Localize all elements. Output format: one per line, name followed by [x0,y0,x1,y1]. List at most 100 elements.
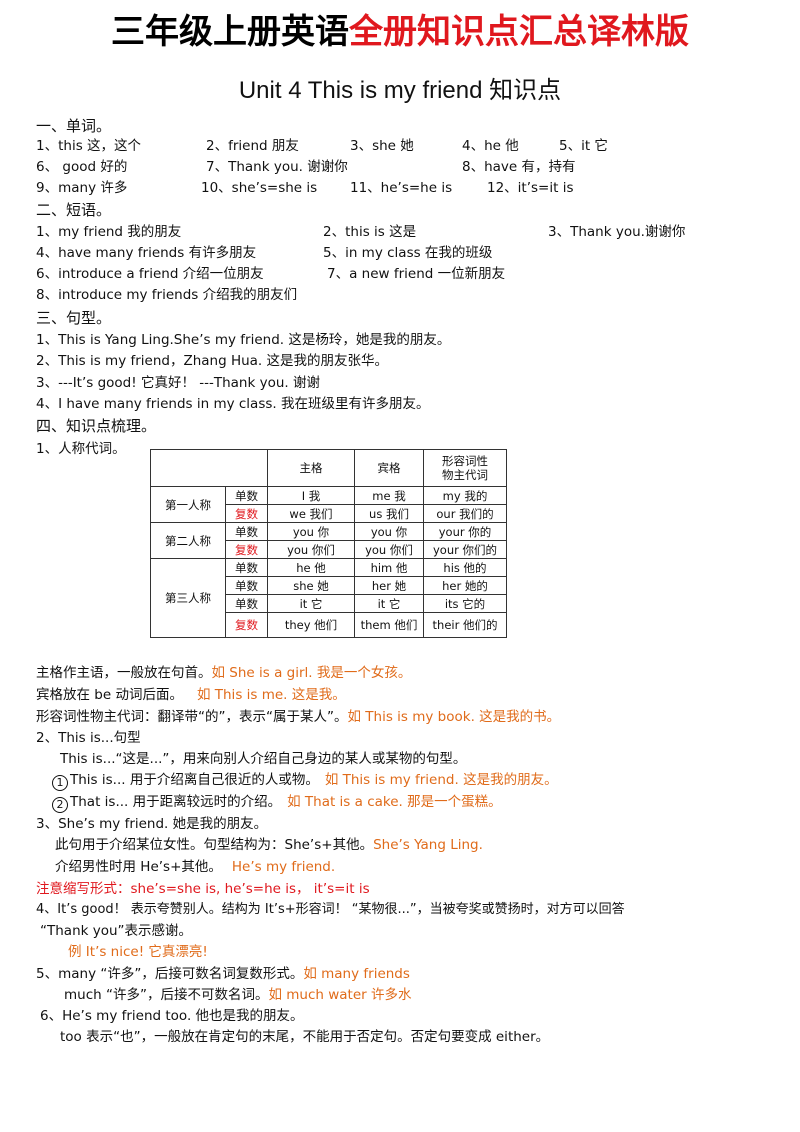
number-cell: 单数 [225,558,268,577]
table-cell: it 它 [267,594,355,613]
note-line: 2、This is...句型 [36,730,141,746]
number-cell: 复数 [225,504,268,523]
table-cell: he 他 [267,558,355,577]
table-cell: its 它的 [423,594,507,613]
table-cell: I 我 [267,486,355,505]
note-text: 宾格放在 be 动词后面。 [36,687,183,703]
sentence-item: 3、---It’s good! 它真好！ ---Thank you. 谢谢 [36,375,320,391]
header-cell: 主格 [267,449,355,487]
table-cell: her 她 [354,576,424,595]
group-cell: 第一人称 [150,486,226,523]
note-line: 4、It’s good！ 表示夸赞别人。结构为 It’s+形容词！ “某物很..… [36,902,625,917]
phrase-item: 4、have many friends 有许多朋友 [36,245,257,261]
vocab-item: 8、have 有，持有 [462,159,576,175]
vocab-item: 11、he’s=he is [350,180,453,196]
unit-subtitle: Unit 4 This is my friend 知识点 [238,77,562,104]
vocab-item: 4、he 他 [462,138,519,154]
example-text: 如 That is a cake. 那是一个蛋糕。 [287,794,502,810]
example-text: 如 This is my book. 这是我的书。 [347,709,561,725]
table-cell: you 你 [354,522,424,541]
section-knowledge-heading: 四、知识点梳理。 [36,417,157,435]
table-cell: his 他的 [423,558,507,577]
table-cell: you 你们 [354,540,424,559]
number-cell: 复数 [225,540,268,559]
phrase-item: 3、Thank you.谢谢你 [548,224,686,240]
page-title: 三年级上册英语全册知识点汇总译林版 [0,10,800,54]
table-cell: we 我们 [267,504,355,523]
number-cell: 复数 [225,612,268,638]
table-cell: us 我们 [354,504,424,523]
sentence-item: 4、I have many friends in my class. 我在班级里… [36,396,430,412]
example-text: 如 much water 许多水 [268,987,412,1003]
note-line: 主格作主语，一般放在句首。如 She is a girl. 我是一个女孩。 [36,664,411,682]
note-text: This is... 用于介绍离自己很近的人或物。 [70,772,319,788]
group-cell: 第二人称 [150,522,226,559]
section-phrases-heading: 二、短语。 [36,201,112,219]
number-cell: 单数 [225,486,268,505]
section-vocab-heading: 一、单词。 [36,117,112,135]
table-cell: their 他们的 [423,612,507,638]
example-text: 例 It’s nice! 它真漂亮! [68,944,208,960]
table-cell: they 他们 [267,612,355,638]
table-cell: him 他 [354,558,424,577]
note-line: too 表示“也”，一般放在肯定句的末尾，不能用于否定句。否定句要变成 eith… [60,1029,550,1045]
number-cell: 单数 [225,576,268,595]
phrase-item: 6、introduce a friend 介绍一位朋友 [36,266,264,282]
vocab-item: 2、friend 朋友 [206,138,299,154]
sentence-item: 2、This is my friend，Zhang Hua. 这是我的朋友张华。 [36,353,389,369]
note-text: That is... 用于距离较远时的介绍。 [70,794,282,810]
note-line: 6、He’s my friend too. 他也是我的朋友。 [40,1008,304,1024]
table-cell: it 它 [354,594,424,613]
table-cell: your 你的 [423,522,507,541]
example-text: 如 This is me. 这是我。 [196,687,346,703]
example-text: He’s my friend. [231,859,336,875]
pronoun-table: 主格 宾格 形容词性物主代词 第一人称 单数 I 我 me 我 my 我的 复数… [150,449,507,638]
table-cell: you 你 [267,522,355,541]
note-text: 此句用于介绍某位女性。句型结构为：She’s+其他。 [55,837,374,853]
table-row: 单数 she 她 her 她 her 她的 [151,576,507,595]
table-cell: her 她的 [423,576,507,595]
note-text: 5、many “许多”，后接可数名词复数形式。 [36,966,304,982]
phrase-item: 5、in my class 在我的班级 [323,245,493,261]
table-cell: you 你们 [267,540,355,559]
header-line: 物主代词 [442,468,488,482]
vocab-item: 5、it 它 [559,138,608,154]
abbreviation-note: 注意缩写形式：she’s=she is, he’s=he is， it’s=it… [36,881,370,897]
note-line: 形容词性物主代词：翻译带“的”，表示“属于某人”。如 This is my bo… [36,708,560,726]
section-sentences-heading: 三、句型。 [36,309,112,327]
vocab-item: 12、it’s=it is [487,180,574,196]
table-cell: our 我们的 [423,504,507,523]
header-cell: 形容词性物主代词 [423,449,507,487]
example-text: She’s Yang Ling. [373,837,483,853]
table-row: 主格 宾格 形容词性物主代词 [150,449,507,487]
table-cell: me 我 [354,486,424,505]
number-cell: 单数 [225,522,268,541]
title-red-part: 全册知识点汇总译林版 [349,12,689,52]
table-cell: them 他们 [354,612,424,638]
table-cell: my 我的 [423,486,507,505]
circled-number: 1 [52,775,68,791]
note-line: “Thank you”表示感谢。 [40,923,193,939]
note-text: much “许多”，后接不可数名词。 [64,987,269,1003]
sentence-item: 1、This is Yang Ling.She’s my friend. 这是杨… [36,332,451,348]
group-cell: 第三人称 [150,558,226,638]
note-text: 介绍男性时用 He’s+其他。 [55,859,222,875]
table-row: 第一人称 单数 I 我 me 我 my 我的 [150,486,507,523]
table-row: 单数 it 它 it 它 its 它的 [151,594,507,613]
phrase-item: 7、a new friend 一位新朋友 [327,266,506,282]
note-line: 5、many “许多”，后接可数名词复数形式。如 many friends [36,965,410,983]
header-cell: 宾格 [354,449,424,487]
note-line: This is...“这是...”，用来向别人介绍自己身边的某人或某物的句型。 [60,751,467,767]
example-text: 如 many friends [303,966,410,982]
circled-number: 2 [52,797,68,813]
vocab-item: 7、Thank you. 谢谢你 [206,159,348,175]
table-row: 复数 they 他们 them 他们 their 他们的 [151,612,507,638]
header-line: 形容词性 [442,454,488,468]
note-text: 形容词性物主代词：翻译带“的”，表示“属于某人”。 [36,709,348,725]
note-line: much “许多”，后接不可数名词。如 much water 许多水 [64,986,412,1004]
phrase-item: 2、this is 这是 [323,224,417,240]
table-cell: she 她 [267,576,355,595]
note-line: 此句用于介绍某位女性。句型结构为：She’s+其他。She’s Yang Lin… [55,836,483,854]
